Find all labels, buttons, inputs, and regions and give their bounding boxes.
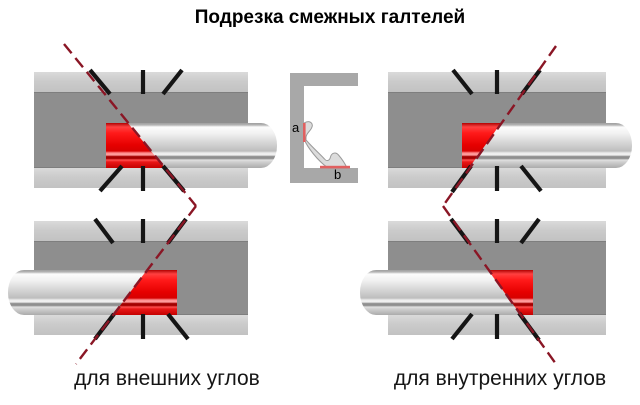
profile-bottom-bar [290,168,358,183]
cut-line-bottom-left [75,205,197,365]
saw-slot [519,217,541,245]
cut-lines [63,43,557,365]
crown-profile-shape [303,121,350,169]
saw-slot [93,217,115,245]
crown-profile-diagram: a b [290,73,358,183]
cut-line-bottom-right [442,205,557,365]
saw-slot [161,68,184,96]
saw-slot [450,312,474,341]
saw-slots [88,68,543,342]
base-contact-line-b [320,165,350,169]
profile-label-a: a [292,120,300,135]
caption-external-corners: для внешних углов [74,367,260,390]
caption-internal-corners: для внутренних углов [393,367,607,390]
saw-slot [88,68,112,96]
saw-slot [166,312,190,341]
cut-line-top-right [442,45,557,207]
saw-slot [98,164,124,193]
saw-slot [451,68,474,96]
page-title: Подрезка смежных галтелей [194,7,466,28]
saw-slot [519,164,543,193]
wall-contact-line-a [303,123,306,142]
profile-top-bar [290,73,358,86]
profile-label-b: b [334,167,342,182]
profile-wall-bar [290,73,304,183]
